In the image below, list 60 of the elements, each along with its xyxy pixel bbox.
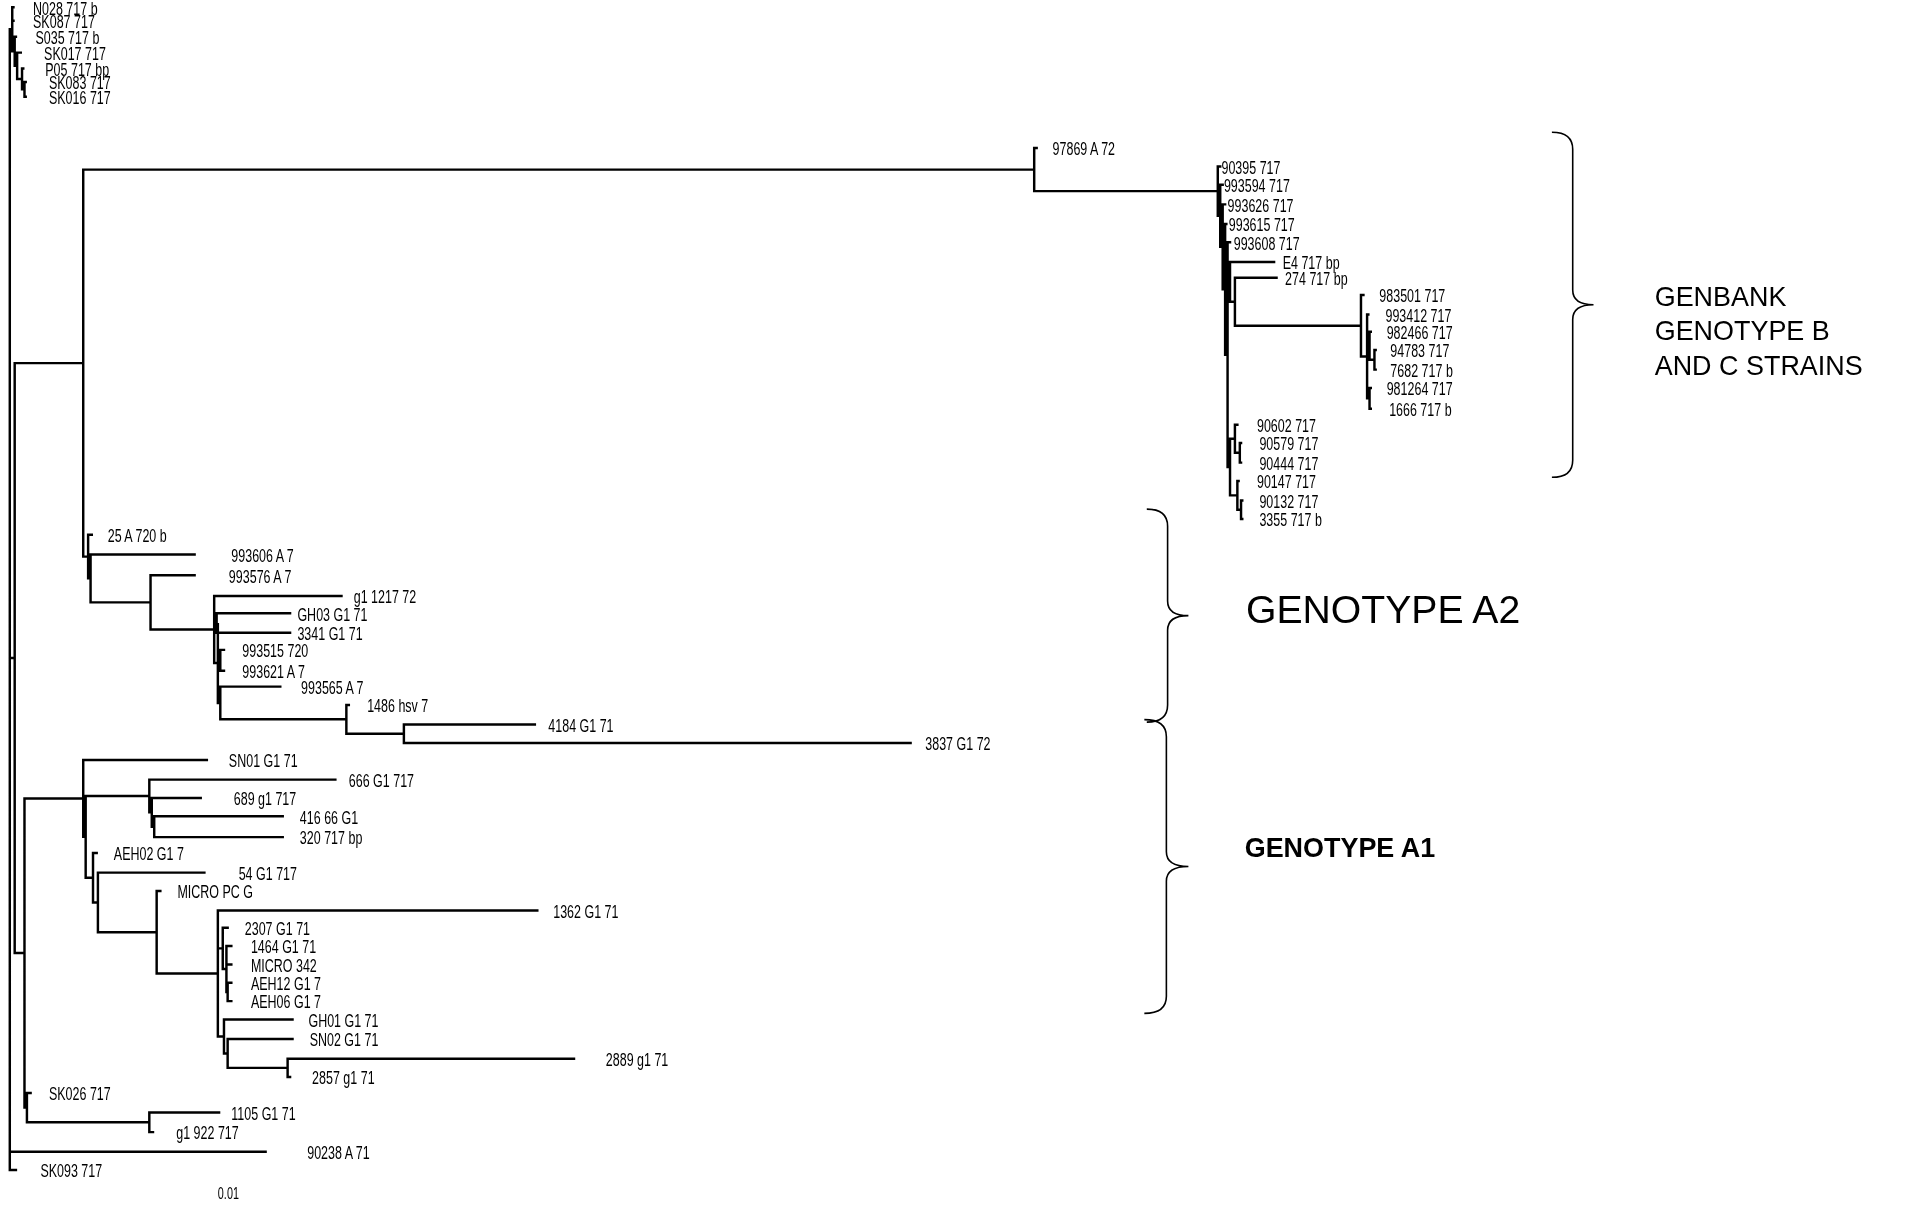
taxon-label: AEH02 G1 7	[113, 844, 184, 863]
taxon-label: 1105 G1 71	[231, 1103, 296, 1123]
taxon-label: GH01 G1 71	[308, 1010, 379, 1030]
taxon-label: SN01 G1 71	[228, 751, 298, 770]
taxon-label: SN02 G1 71	[309, 1030, 379, 1049]
taxon-label: SK093 717	[40, 1161, 103, 1180]
clade-label: GENOTYPE A1	[1244, 832, 1436, 865]
taxon-label: SK017 717	[44, 44, 106, 63]
taxon-label: 993515 720	[242, 641, 309, 660]
taxon-label: 97869 A 72	[1052, 139, 1116, 158]
taxon-label: 1362 G1 71	[553, 902, 619, 921]
taxon-label: 3837 G1 72	[925, 734, 991, 753]
taxon-label: 981264 717	[1386, 379, 1453, 398]
taxon-label: 90132 717	[1259, 492, 1319, 511]
taxon-label: g1 922 717	[176, 1123, 239, 1142]
clade-label: GENOTYPE A2	[1245, 587, 1521, 633]
taxon-label: 1486 hsv 7	[367, 696, 429, 715]
taxon-label: 4184 G1 71	[548, 716, 614, 735]
taxon-label: 993412 717	[1385, 305, 1452, 325]
taxon-label: 1666 717 b	[1389, 400, 1452, 419]
taxon-label: 983501 717	[1379, 286, 1446, 305]
taxon-label: 993576 A 7	[228, 566, 292, 585]
taxon-label: 2307 G1 71	[244, 919, 311, 938]
taxon-label: 2857 g1 71	[312, 1068, 375, 1087]
taxon-label: 993626 717	[1227, 195, 1294, 215]
taxon-label: 90602 717	[1256, 416, 1316, 435]
taxon-label: 25 A 720 b	[107, 526, 167, 545]
taxon-label: 90147 717	[1256, 472, 1316, 491]
taxon-label: 993606 A 7	[231, 545, 294, 565]
taxon-label: 3355 717 b	[1259, 510, 1322, 529]
taxon-label: 689 g1 717	[233, 789, 297, 808]
taxon-label: 416 66 G1	[299, 807, 359, 827]
taxon-label: 90238 A 71	[307, 1143, 370, 1162]
taxon-label: S035 717 b	[35, 28, 100, 47]
taxon-label: E4 717 bp	[1282, 253, 1340, 272]
taxon-label: 2889 g1 71	[605, 1050, 669, 1069]
taxon-label: AEH06 G1 7	[250, 992, 321, 1011]
scale-label: 0.01	[217, 1184, 239, 1204]
taxon-label: 320 717 bp	[299, 828, 363, 847]
taxon-label: SK026 717	[48, 1084, 111, 1103]
taxon-label: 993621 A 7	[242, 662, 305, 681]
taxon-label: 90395 717	[1221, 157, 1281, 177]
taxon-label: MICRO PC G	[177, 882, 254, 901]
taxon-label: 993615 717	[1228, 215, 1295, 234]
taxon-label: 7682 717 b	[1390, 361, 1453, 380]
taxon-label: SK016 717	[48, 88, 111, 107]
taxon-label: 982466 717	[1386, 323, 1453, 342]
taxon-label: 993608 717	[1233, 233, 1300, 253]
taxon-label: 666 G1 717	[348, 771, 415, 790]
taxon-label: 993594 717	[1223, 176, 1290, 195]
taxon-label: MICRO 342	[250, 955, 317, 975]
taxon-label: 54 G1 717	[238, 864, 297, 883]
taxon-label: 94783 717	[1390, 341, 1450, 360]
taxon-label: 993565 A 7	[301, 678, 364, 697]
taxon-label: 90579 717	[1259, 434, 1319, 453]
clade-label: GENBANK GENOTYPE B AND C STRAINS	[1654, 280, 1864, 383]
taxon-label: AEH12 G1 7	[250, 974, 321, 993]
taxon-label: 90444 717	[1259, 454, 1319, 473]
taxon-label: 1464 G1 71	[250, 937, 317, 956]
taxon-label: 3341 G1 71	[297, 624, 363, 643]
